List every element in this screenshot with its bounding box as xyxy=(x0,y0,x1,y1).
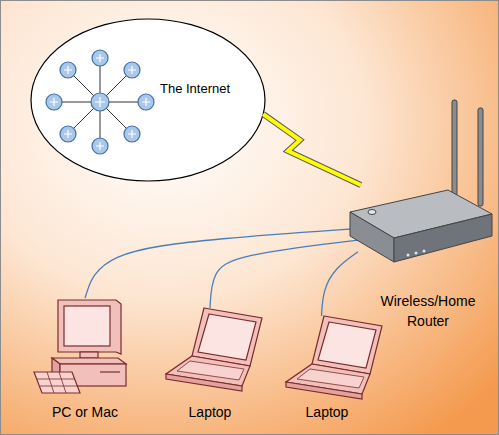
network-link xyxy=(100,102,101,146)
router-icon-mark xyxy=(64,130,72,138)
network-link xyxy=(68,70,100,102)
router-illustration xyxy=(350,100,492,262)
keyboard xyxy=(34,372,80,393)
drive-slot xyxy=(100,371,120,372)
router-icon-mark xyxy=(128,130,136,138)
router-icon-mark xyxy=(96,54,104,62)
network-link xyxy=(54,102,100,103)
router-light xyxy=(423,250,426,253)
laptop-screen xyxy=(318,322,376,368)
laptop-illustration xyxy=(286,316,382,399)
pc-node: PC or Mac xyxy=(30,298,140,423)
cloud-ellipse xyxy=(31,19,265,181)
wireless-link xyxy=(263,114,361,185)
router-icon-mark xyxy=(64,66,72,74)
pc-case-top xyxy=(52,358,126,364)
router-icon xyxy=(138,94,154,110)
router-antenna xyxy=(478,108,483,206)
node-label: Laptop xyxy=(272,402,382,422)
cloud-outline xyxy=(30,18,266,182)
node-label: Laptop xyxy=(155,402,265,422)
router-icon xyxy=(92,138,108,154)
network-link xyxy=(100,58,101,102)
laptop-lid xyxy=(192,308,262,366)
laptop-screen xyxy=(198,314,256,360)
pc-case-front xyxy=(60,364,126,386)
router-icon xyxy=(91,93,109,111)
router-light xyxy=(407,254,410,257)
network-cable xyxy=(85,229,358,299)
router-light xyxy=(415,252,418,255)
router-icon-mark xyxy=(96,142,104,150)
router-top xyxy=(350,190,492,238)
laptop-node: Laptop xyxy=(272,316,382,423)
laptop-base xyxy=(286,364,370,394)
network-link xyxy=(68,102,100,134)
router-icon xyxy=(60,126,76,142)
router-side xyxy=(350,212,394,262)
laptop-lid xyxy=(312,316,382,374)
internet-cloud: The Internet xyxy=(30,18,266,182)
keyboard-keys xyxy=(37,372,78,393)
router-icon xyxy=(92,50,108,66)
network-cable xyxy=(210,240,358,308)
star-network xyxy=(54,58,146,146)
monitor-screen xyxy=(64,306,110,346)
node-label: The Internet xyxy=(160,79,260,99)
pc-illustration xyxy=(34,300,126,393)
node-label: Wireless/Home Router xyxy=(373,291,483,331)
laptop-keyboard xyxy=(297,369,364,388)
router-node: Wireless/Home Router xyxy=(358,185,498,330)
laptop-base xyxy=(166,356,250,386)
router-icon xyxy=(46,94,62,110)
router-icon-mark xyxy=(142,98,150,106)
pc-case-side xyxy=(52,358,60,386)
router-icon-marks xyxy=(50,54,150,150)
monitor-stand xyxy=(80,352,98,358)
router-icon xyxy=(124,62,140,78)
laptop-illustration xyxy=(166,308,262,391)
laptop-keyboard xyxy=(177,361,244,380)
router-icons xyxy=(46,50,154,154)
network-link xyxy=(100,102,132,134)
network-link xyxy=(100,102,146,103)
router-icon-mark xyxy=(95,97,105,107)
network-cable xyxy=(322,252,359,316)
network-link xyxy=(100,70,132,102)
router-logo xyxy=(368,210,376,215)
laptop-edge xyxy=(286,382,362,399)
node-label: PC or Mac xyxy=(30,402,140,422)
bolt-outline xyxy=(263,114,361,185)
router-icon xyxy=(124,126,140,142)
monitor-body xyxy=(58,300,121,354)
laptop-edge xyxy=(166,374,242,391)
laptop-node: Laptop xyxy=(155,308,265,423)
router-front xyxy=(394,214,492,262)
router-icon-mark xyxy=(128,66,136,74)
router-antenna xyxy=(452,100,457,196)
router-icon xyxy=(60,62,76,78)
router-icon-mark xyxy=(50,98,58,106)
